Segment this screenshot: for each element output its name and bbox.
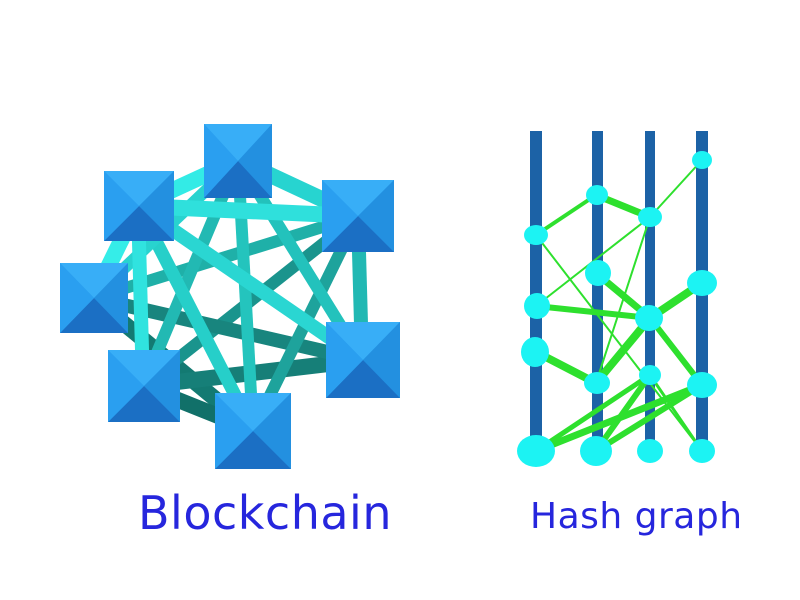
- gossip-edge: [649, 159, 703, 218]
- gossip-edge: [533, 303, 653, 321]
- event-node: [585, 260, 611, 286]
- block-node: [60, 263, 128, 333]
- event-node: [639, 365, 661, 385]
- event-node: [637, 439, 663, 463]
- event-node: [517, 435, 555, 467]
- event-node: [689, 439, 715, 463]
- gossip-edge: [592, 314, 654, 387]
- gossip-edge: [647, 315, 705, 388]
- mesh-link: [232, 159, 259, 431]
- block-node: [204, 124, 272, 198]
- gossip-edge: [593, 382, 705, 454]
- mesh-link: [134, 200, 366, 366]
- gossip-edge: [595, 216, 651, 384]
- block-node: [326, 322, 400, 398]
- hashgraph-events: [517, 151, 717, 467]
- event-node: [524, 293, 550, 319]
- gossip-edge: [593, 372, 653, 454]
- event-node: [521, 337, 549, 367]
- event-node: [692, 151, 712, 169]
- event-node: [638, 207, 662, 227]
- event-node: [687, 270, 717, 296]
- hashgraph-label: Hash graph: [530, 496, 743, 537]
- event-node: [687, 372, 717, 398]
- blockchain-diagram: [60, 124, 400, 469]
- blockchain-label: Blockchain: [138, 486, 392, 540]
- gossip-edge: [534, 193, 598, 237]
- gossip-edge: [535, 234, 703, 452]
- gossip-edge: [533, 372, 653, 454]
- member-column: [645, 131, 655, 454]
- block-node: [104, 171, 174, 241]
- event-node: [580, 436, 612, 466]
- event-node: [635, 305, 663, 331]
- hashgraph-diagram: [517, 131, 717, 467]
- member-column: [530, 131, 542, 454]
- block-node: [215, 393, 291, 469]
- member-column: [592, 131, 603, 454]
- block-node: [322, 180, 394, 252]
- event-node: [584, 372, 610, 394]
- hashgraph-edges: [532, 159, 706, 455]
- mesh-link: [137, 198, 359, 224]
- block-node: [108, 350, 180, 422]
- event-node: [524, 225, 548, 245]
- event-node: [586, 185, 608, 205]
